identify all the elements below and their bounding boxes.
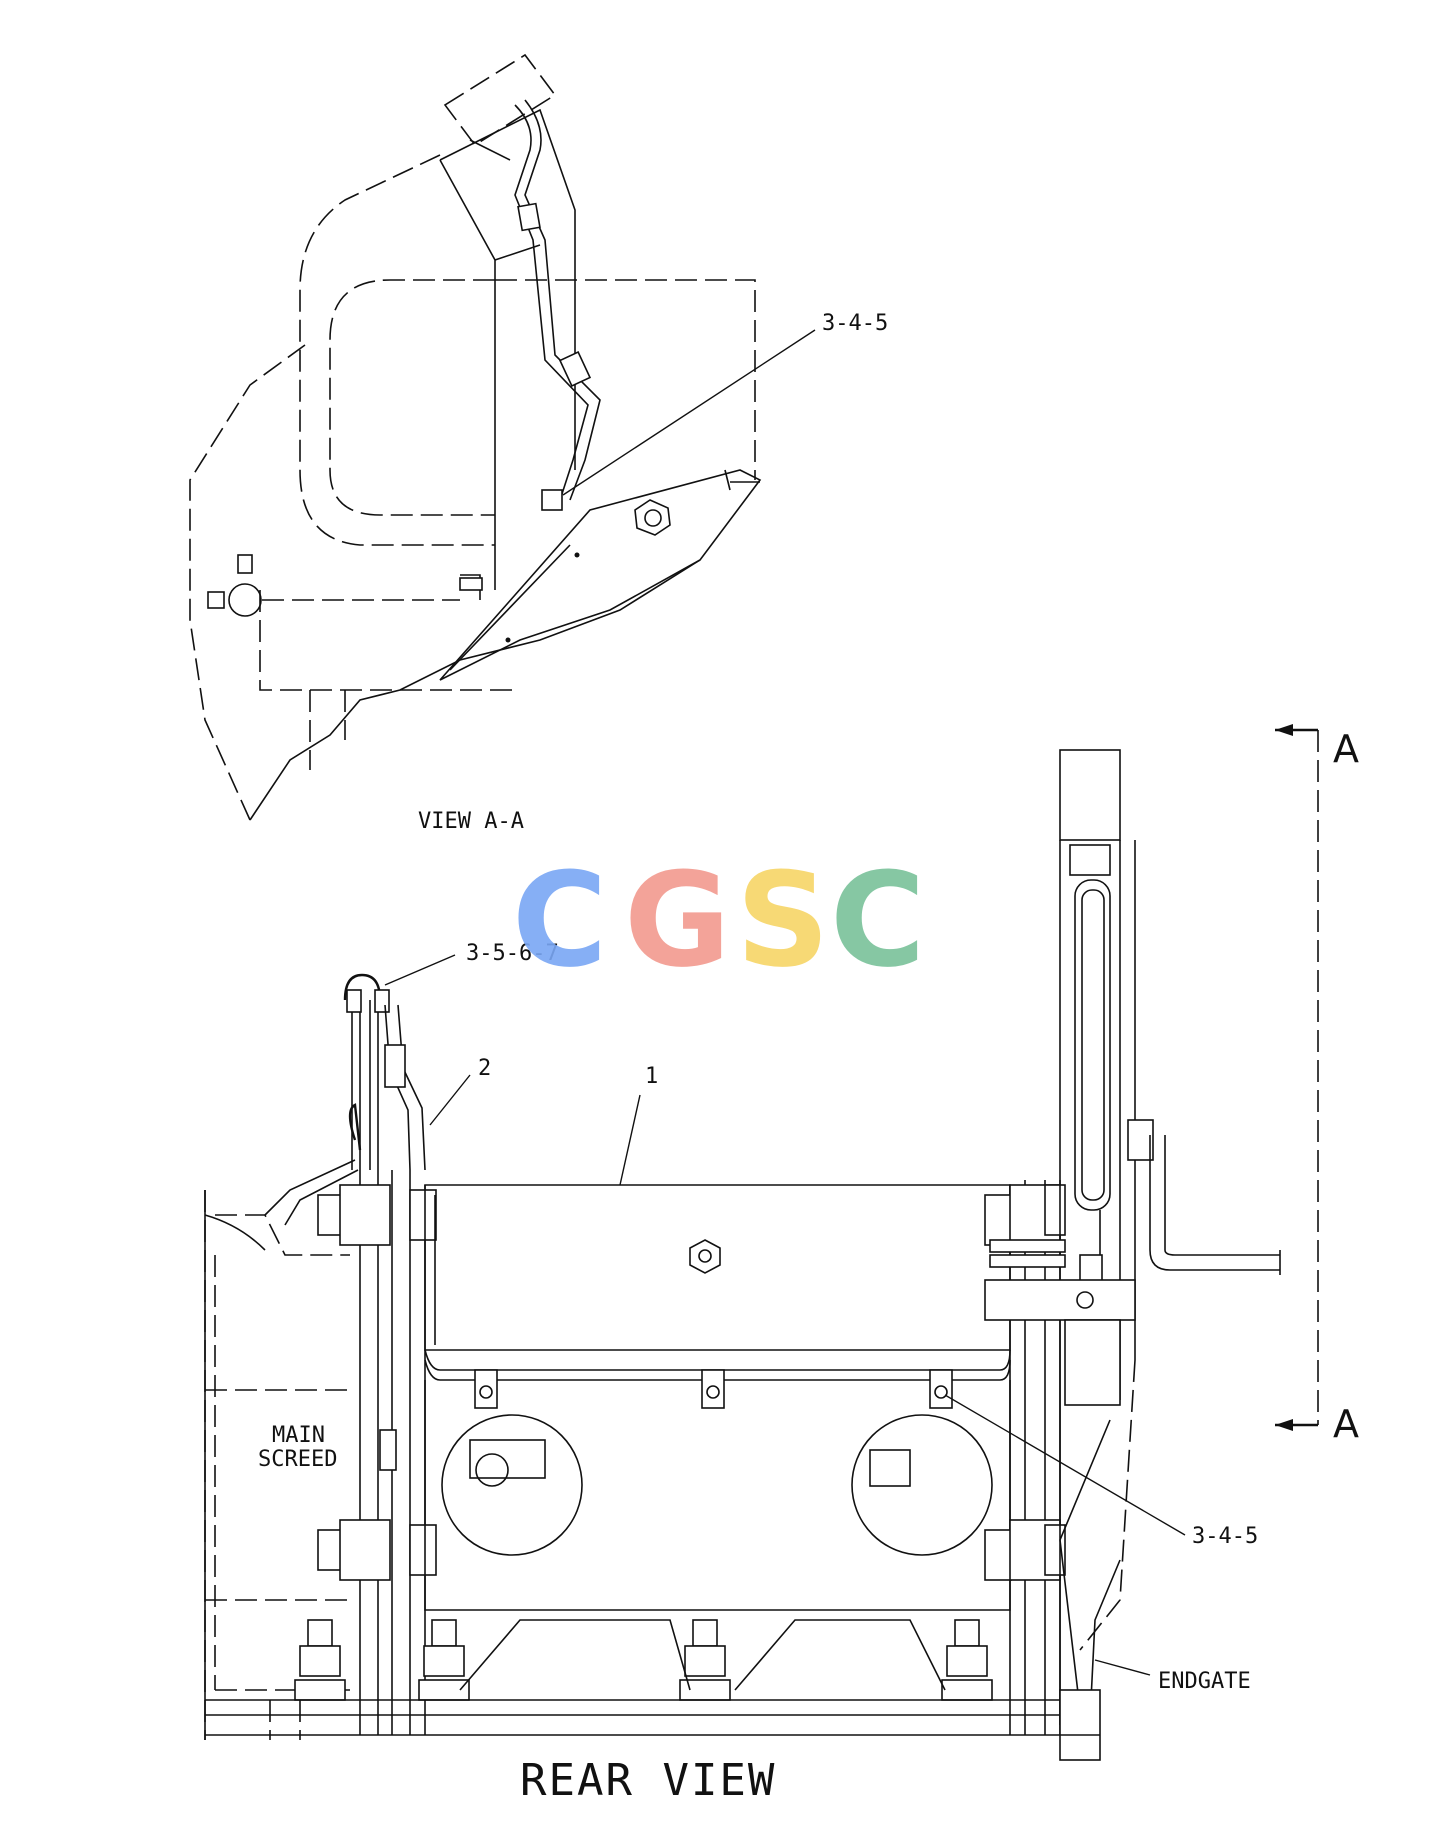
section-line-aa: A A <box>1275 724 1359 1446</box>
rear-view-title: REAR VIEW <box>520 1755 776 1806</box>
callout-1: 1 <box>645 1064 658 1089</box>
section-marker-top: A <box>1333 727 1359 771</box>
cgsc-watermark: C G S C <box>512 844 925 996</box>
rear-view-assembly: 3-5-6-7 2 1 3-4-5 MAIN SCREED ENDGATE RE… <box>204 749 1281 1806</box>
callout-2: 2 <box>478 1056 491 1081</box>
main-screed-label-line1: MAIN <box>272 1423 325 1448</box>
watermark-letter-c1: C <box>512 844 607 996</box>
callout-3-4-5-view-aa: 3-4-5 <box>822 311 888 336</box>
watermark-letter-c2: C <box>830 844 925 996</box>
view-aa-title: VIEW A-A <box>418 809 524 834</box>
view-aa-detail: 3-4-5 VIEW A-A <box>189 53 888 834</box>
watermark-letter-s: S <box>736 844 830 996</box>
section-marker-bottom: A <box>1333 1402 1359 1446</box>
callout-3-5-6-7: 3-5-6-7 <box>466 941 559 966</box>
callout-3-4-5-rear: 3-4-5 <box>1192 1524 1258 1549</box>
watermark-letter-g: G <box>624 844 731 996</box>
main-screed-label-line2: SCREED <box>258 1447 337 1472</box>
endgate-label: ENDGATE <box>1158 1669 1251 1694</box>
bottom-bolt-row <box>294 1619 993 1701</box>
